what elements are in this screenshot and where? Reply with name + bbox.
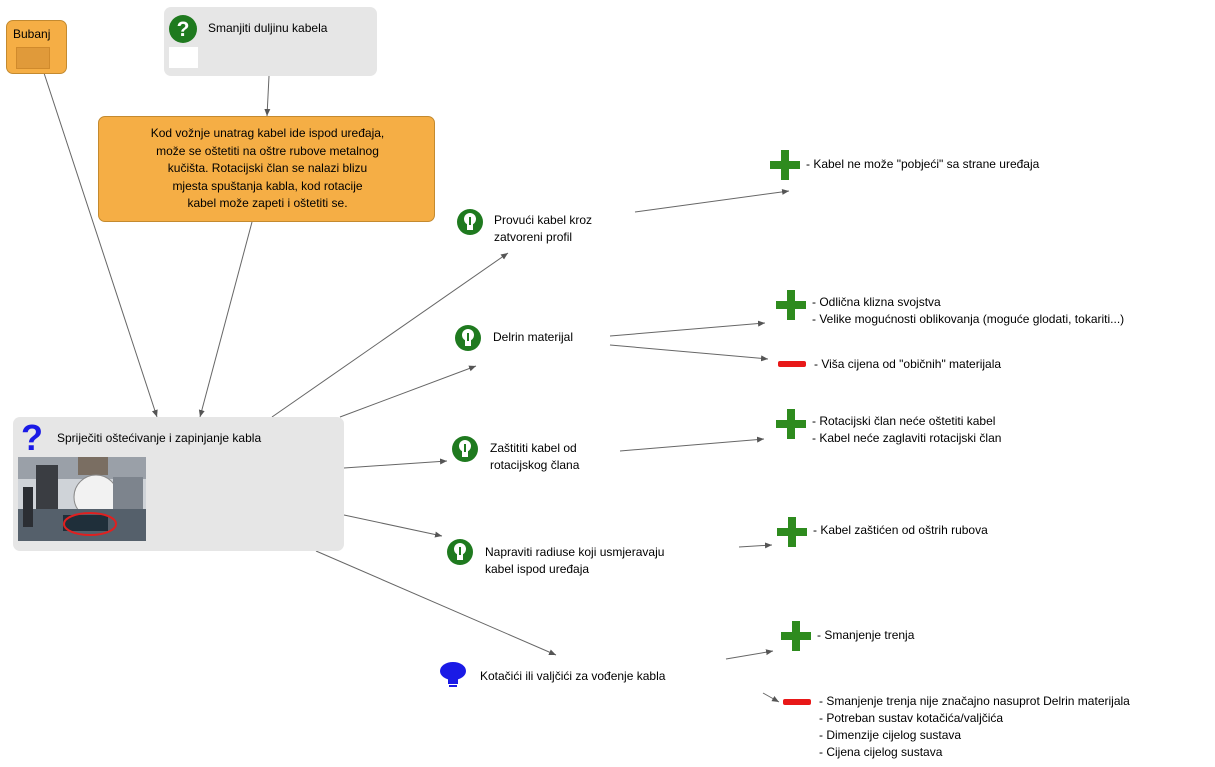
plus-icon xyxy=(781,621,811,651)
link-bubanj-main xyxy=(43,72,158,418)
link-idea3-pro3 xyxy=(619,436,765,452)
lightbulb-icon xyxy=(455,325,481,351)
lightbulb-icon xyxy=(447,539,473,565)
node-note[interactable]: Kod vožnje unatrag kabel ide ispod uređa… xyxy=(98,116,435,222)
con-line: - Potreban sustav kotačića/valjčića xyxy=(819,711,1004,725)
link-main-idea1 xyxy=(271,252,509,418)
plus-icon xyxy=(776,409,806,439)
idea-label[interactable]: Provući kabel kroz zatvoreni profil xyxy=(494,212,592,246)
lightbulb-icon xyxy=(440,662,466,687)
pro-line: - Kabel ne može "pobjeći" sa strane uređ… xyxy=(806,157,1040,171)
plus-icon xyxy=(770,150,800,180)
lightbulb-icon xyxy=(457,209,483,235)
con-label[interactable]: - Smanjenje trenja nije značajno nasupro… xyxy=(819,693,1130,761)
con-line: - Smanjenje trenja nije značajno nasupro… xyxy=(819,694,1130,708)
note-line: Kod vožnje unatrag kabel ide ispod uređa… xyxy=(150,126,385,140)
con-line: - Viša cijena od "običnih" materijala xyxy=(814,357,1002,371)
minus-icon xyxy=(783,699,811,705)
link-main-idea3 xyxy=(343,458,448,469)
link-idea5-pro5 xyxy=(725,649,774,660)
bubanj-label: Bubanj xyxy=(13,27,51,41)
question-icon: ? xyxy=(169,15,197,43)
svg-text:?: ? xyxy=(177,18,190,41)
idea-line: zatvoreni profil xyxy=(494,230,573,244)
link-idea1-pro1 xyxy=(634,188,790,213)
idea-line: rotacijskog člana xyxy=(490,458,580,472)
note-line: kabel može zapeti i oštetiti se. xyxy=(187,196,348,210)
link-main-idea2 xyxy=(339,365,477,418)
svg-text:?: ? xyxy=(21,420,43,454)
link-idea2-pro2 xyxy=(609,320,766,337)
smanjiti-label: Smanjiti duljinu kabela xyxy=(208,21,328,35)
pro-line: - Kabel zaštićen od oštrih rubova xyxy=(813,523,988,537)
idea-label[interactable]: Delrin materijal xyxy=(493,329,573,346)
idea-line: Provući kabel kroz xyxy=(494,213,593,227)
link-main-idea5 xyxy=(315,550,557,656)
link-idea5-con2 xyxy=(762,692,780,703)
idea-label[interactable]: Kotačići ili valjčići za vođenje kabla xyxy=(480,668,665,685)
pro-line: - Kabel neće zaglaviti rotacijski član xyxy=(812,431,1002,445)
node-bubanj[interactable]: Bubanj xyxy=(6,20,67,74)
pro-label[interactable]: - Smanjenje trenja xyxy=(817,627,914,644)
node-smanjiti[interactable]: ? Smanjiti duljinu kabela xyxy=(164,7,377,76)
con-line: - Dimenzije cijelog sustava xyxy=(819,728,962,742)
idea-line: Kotačići ili valjčići za vođenje kabla xyxy=(480,669,666,683)
plus-icon xyxy=(776,290,806,320)
pro-line: - Smanjenje trenja xyxy=(817,628,915,642)
note-text: Kod vožnje unatrag kabel ide ispod uređa… xyxy=(99,125,436,213)
con-label[interactable]: - Viša cijena od "običnih" materijala xyxy=(814,356,1001,373)
question-icon: ? xyxy=(21,420,43,454)
thumbnail-placeholder xyxy=(169,47,198,68)
plus-icon xyxy=(777,517,807,547)
pro-label[interactable]: - Kabel ne može "pobjeći" sa strane uređ… xyxy=(806,156,1039,173)
link-idea4-pro4 xyxy=(738,542,773,549)
link-smanjiti-note xyxy=(264,75,271,117)
link-idea2-con1 xyxy=(609,344,769,362)
pro-line: - Rotacijski član neće oštetiti kabel xyxy=(812,414,996,428)
link-note-main xyxy=(198,221,253,418)
pro-line: - Odlična klizna svojstva xyxy=(812,295,941,309)
node-main-problem[interactable]: ? Spriječiti oštećivanje i zapinjanje ka… xyxy=(13,417,344,551)
idea-label[interactable]: Napraviti radiuse koji usmjeravaju kabel… xyxy=(485,544,664,578)
con-line: - Cijena cijelog sustava xyxy=(819,745,943,759)
pro-label[interactable]: - Rotacijski član neće oštetiti kabel - … xyxy=(812,413,1001,447)
idea-line: Zaštititi kabel od xyxy=(490,441,577,455)
thumbnail-placeholder xyxy=(16,47,50,69)
idea-label[interactable]: Zaštititi kabel od rotacijskog člana xyxy=(490,440,579,474)
note-line: može se oštetiti na oštre rubove metalno… xyxy=(156,143,379,158)
minus-icon xyxy=(778,361,806,367)
link-main-idea4 xyxy=(343,514,443,538)
idea-line: Napraviti radiuse koji usmjeravaju xyxy=(485,545,665,559)
pro-label[interactable]: - Odlična klizna svojstva - Velike moguć… xyxy=(812,294,1124,328)
idea-line: kabel ispod uređaja xyxy=(485,562,590,576)
pro-label[interactable]: - Kabel zaštićen od oštrih rubova xyxy=(813,522,988,539)
device-image xyxy=(18,457,146,541)
note-line: kučišta. Rotacijski član se nalazi blizu xyxy=(167,161,368,175)
lightbulb-icon xyxy=(452,436,478,462)
main-problem-label: Spriječiti oštećivanje i zapinjanje kabl… xyxy=(57,431,262,445)
note-line: mjesta spuštanja kabla, kod rotacije xyxy=(172,178,363,193)
idea-line: Delrin materijal xyxy=(493,330,574,344)
pro-line: - Velike mogućnosti oblikovanja (moguće … xyxy=(812,312,1125,326)
